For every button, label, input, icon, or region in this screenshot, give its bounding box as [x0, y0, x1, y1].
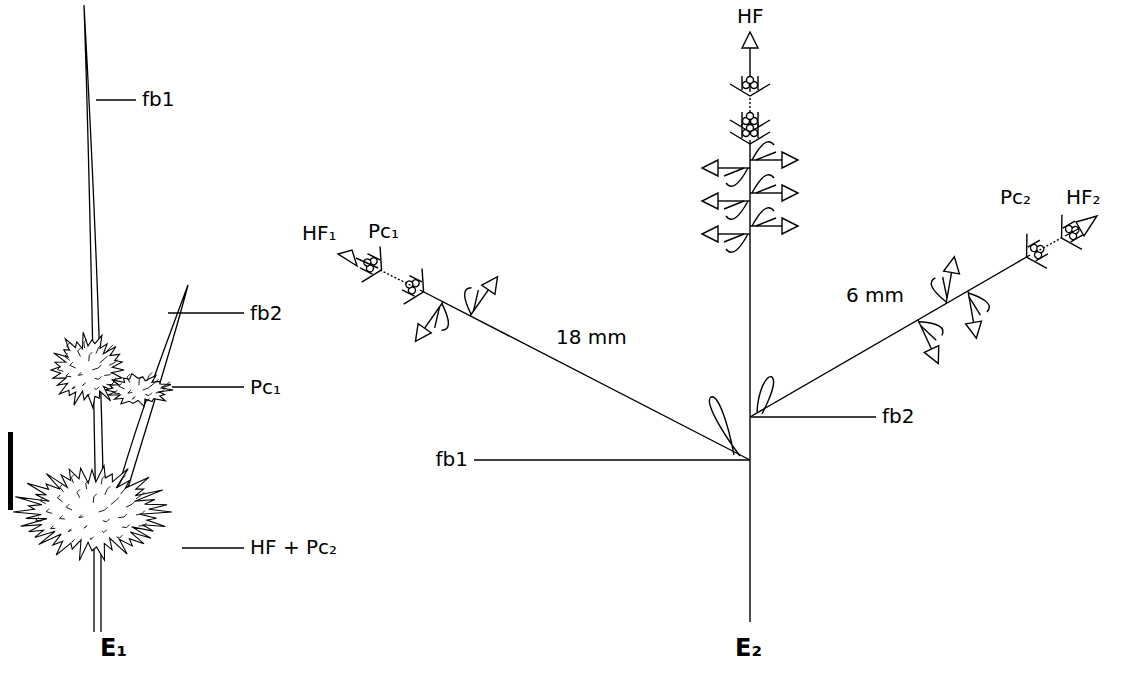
part-label: Pc₁: [250, 376, 281, 399]
dimension-label: 18 mm: [556, 326, 627, 349]
part-label: Pc₁: [368, 220, 399, 243]
floret-stroke: [116, 535, 122, 538]
floret-stroke: [46, 509, 52, 514]
floret-stroke: [119, 383, 125, 389]
floret-stroke: [139, 376, 143, 385]
scale-bar: [8, 432, 13, 510]
part-label: HF₂: [1066, 186, 1101, 209]
floret-stroke: [66, 504, 72, 510]
part-label: HF₁: [302, 222, 337, 245]
leader-line: [172, 386, 244, 387]
floret-stroke: [78, 348, 81, 357]
floret-stroke: [105, 486, 110, 495]
floret-stroke: [107, 382, 115, 385]
floret-stroke: [84, 525, 87, 528]
floret-stroke: [104, 372, 113, 376]
floret-stroke: [145, 393, 152, 396]
floret-stroke: [109, 359, 118, 365]
floret-stroke: [71, 474, 74, 483]
floret-stroke: [83, 383, 86, 386]
part-label: fb1: [436, 448, 468, 471]
inflorescence-diagram: [338, 32, 1097, 622]
part-label: HF + Pc₂: [250, 536, 337, 559]
part-label: fb2: [882, 405, 914, 428]
floret-stroke: [40, 498, 46, 504]
floret-stroke: [86, 480, 89, 489]
floret-stroke: [132, 396, 135, 399]
floret-stroke: [120, 476, 126, 484]
floret-stroke: [102, 530, 107, 533]
floret-stroke: [93, 494, 97, 503]
floret-stroke: [91, 537, 94, 540]
floret-stroke: [51, 526, 56, 529]
plant-drawing: [8, 5, 244, 632]
flower-cluster: [13, 466, 172, 561]
floret-stroke: [78, 372, 82, 375]
floret-stroke: [65, 353, 70, 360]
floret-stroke: [36, 517, 42, 521]
floret-stroke: [96, 345, 101, 354]
floret-stroke: [122, 525, 130, 528]
floret-stroke: [100, 356, 108, 363]
figure-label: E₁: [100, 634, 127, 662]
part-label: HF: [737, 5, 764, 28]
floret-stroke: [111, 497, 119, 504]
flower-cluster: [105, 374, 173, 407]
part-label: Pc₂: [1000, 186, 1031, 209]
floret-stroke: [72, 386, 75, 389]
floret-stroke: [94, 387, 99, 390]
floret-stroke: [79, 515, 83, 518]
floret-stroke: [72, 539, 75, 542]
floret-stroke: [60, 484, 64, 492]
floret-stroke: [68, 529, 71, 532]
flower-cluster: [51, 332, 124, 408]
floret-stroke: [99, 507, 108, 512]
floret-stroke: [113, 378, 118, 385]
floret-stroke: [95, 376, 102, 379]
leader-line: [168, 312, 244, 313]
floret-stroke: [161, 382, 170, 388]
floret-stroke: [136, 492, 144, 499]
floret-stroke: [67, 343, 71, 351]
floret-stroke: [128, 390, 132, 393]
floret-stroke: [77, 489, 80, 498]
floret-stroke: [92, 365, 101, 370]
floret-stroke: [126, 501, 135, 507]
floret-stroke: [106, 345, 113, 353]
floret-stroke: [151, 379, 159, 386]
floret-stroke: [121, 486, 128, 494]
floret-stroke: [84, 339, 87, 348]
floret-stroke: [127, 374, 130, 383]
leader-line: [96, 99, 136, 100]
part-label: fb1: [142, 88, 174, 111]
floret-stroke: [118, 514, 127, 518]
floret-stroke: [66, 373, 72, 376]
floret-stroke: [101, 475, 105, 484]
floret-stroke: [114, 390, 120, 393]
floret-stroke: [70, 362, 76, 368]
part-label: fb2: [250, 302, 282, 325]
floret-stroke: [87, 394, 90, 397]
floret-stroke: [59, 516, 65, 519]
floret-stroke: [57, 367, 63, 372]
floret-stroke: [57, 495, 62, 502]
floret-stroke: [103, 519, 110, 522]
floret-stroke: [139, 523, 147, 526]
floret-stroke: [136, 511, 145, 516]
figure-label: E₂: [735, 634, 762, 662]
floret-stroke: [145, 398, 150, 401]
floret-stroke: [156, 389, 165, 393]
dimension-label: 6 mm: [846, 284, 904, 307]
floret-stroke: [147, 372, 152, 381]
floret-stroke: [89, 352, 93, 361]
leader-line: [182, 547, 244, 548]
floret-stroke: [143, 385, 152, 390]
